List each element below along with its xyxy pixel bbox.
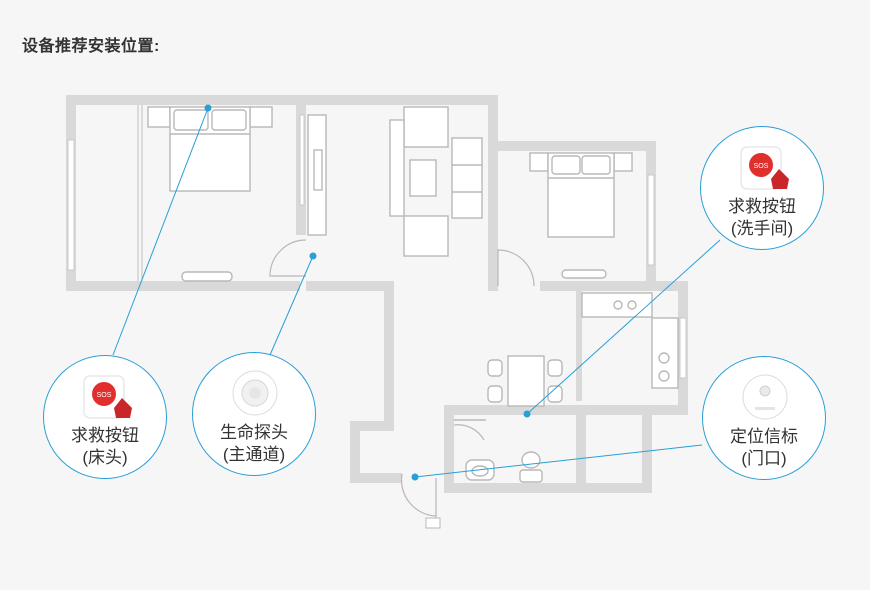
beacon-icon [742,374,788,420]
callout-beacon: 定位信标 (门口) [702,356,826,480]
marker-pir [309,252,317,260]
marker-sos-bed [204,104,212,112]
sos-button-icon: SOS [740,146,789,190]
callout-location: (洗手间) [730,219,794,238]
motion-sensor-icon [232,370,278,416]
callout-location: (床头) [82,448,128,467]
connector-lines [112,107,721,478]
callout-title: 求救按钮 [728,197,796,216]
marker-sos-bath [523,410,531,418]
callout-title: 求救按钮 [71,426,139,445]
marker-beacon [411,473,419,481]
svg-text:SOS: SOS [97,392,112,399]
doors [269,239,535,518]
callout-title: 定位信标 [730,427,798,446]
sos-button-icon: SOS [83,375,132,419]
furniture [147,106,679,483]
windows [67,114,687,379]
callout-sos-bath: SOS 求救按钮 (洗手间) [700,126,824,250]
callout-title: 生命探头 [220,423,288,442]
callout-location: (门口) [741,449,787,468]
page-title: 设备推荐安装位置: [22,38,160,55]
callout-pir: 生命探头 (主通道) [192,352,316,476]
svg-text:SOS: SOS [754,163,769,170]
callout-location: (主通道) [222,445,286,464]
location-markers [204,104,531,481]
callout-sos-bed: SOS 求救按钮 (床头) [43,355,167,479]
